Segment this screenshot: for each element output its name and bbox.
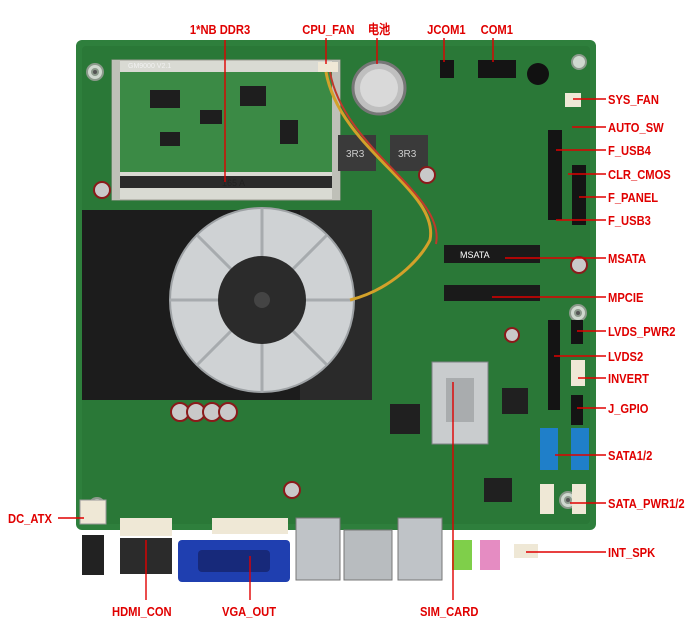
com1-header [478,60,516,78]
msata-slot-label: MSATA [460,250,490,260]
label-clr-cmos: CLR_CMOS [608,167,671,182]
invert-header [571,360,585,386]
label-com1: COM1 [480,22,513,37]
label-f-usb3: F_USB3 [608,213,651,228]
hdmi-header [120,518,172,536]
label-auto-sw: AUTO_SW [608,120,664,135]
label-battery: 电池 [367,22,391,37]
mpcie-slot [444,285,540,301]
capacitors [93,166,588,499]
label-f-panel: F_PANEL [608,190,659,205]
label-sata12: SATA1/2 [608,448,653,463]
label-f-usb4: F_USB4 [608,143,651,158]
chip-b [484,478,512,502]
inductor-left-label: 3R3 [346,149,365,160]
label-jcom1: JCOM1 [427,22,466,37]
inductor-right-label: 3R3 [398,149,417,160]
label-mpcie: MPCIE [608,290,644,305]
cpu-fan-hub-center [254,292,270,308]
label-hdmi-con: HDMI_CON [112,604,172,619]
label-sys-fan: SYS_FAN [608,92,659,107]
label-msata: MSATA [608,251,647,266]
lan-port [343,529,393,581]
gpio-header [571,395,583,425]
lvds-connector [212,518,288,534]
leader-lines [58,38,606,600]
fan-wire [324,71,433,302]
dc-jack [82,535,104,575]
audio-jack-green [452,540,472,570]
chip-a [502,388,528,414]
fan-wire-red [329,71,438,245]
label-vga-out: VGA_OUT [222,604,277,619]
cmos-battery-inner [360,69,398,107]
vga-port-inner [198,550,270,572]
sata2 [571,428,589,470]
sim-card-contacts [446,378,474,422]
lvds-header [548,320,560,410]
buzzer [527,63,549,85]
msata-slot [444,245,540,263]
cpu-fan-header [318,62,338,72]
jcom1-header [440,60,454,78]
inductor-left [338,135,376,171]
lvds-pwr-header [571,320,583,344]
dc-atx-connector [79,499,107,525]
label-sata-pwr12: SATA_PWR1/2 [608,496,685,511]
label-sim-card: SIM_CARD [420,604,479,619]
pin-headers-right [548,130,562,220]
usb-port-2 [397,517,443,581]
usb-port-1 [295,517,341,581]
label-lvds2: LVDS2 [608,349,644,364]
sata-pwr2 [572,484,586,514]
pin-headers-right-2 [572,165,586,225]
chip-c [390,404,420,434]
label-j-gpio: J_GPIO [608,401,649,416]
model-mark: GM9000 V2.1 [128,63,171,70]
label-int-spk: INT_SPK [608,545,656,560]
label-invert: INVERT [608,371,649,386]
sata1 [540,428,558,470]
ddr-mark: 165 A [222,178,245,188]
label-cpu-fan: CPU_FAN [302,22,355,37]
label-dc-atx: DC_ATX [8,511,52,526]
sata-pwr1 [540,484,554,514]
audio-jack-pink [480,540,500,570]
label-lvds-pwr2: LVDS_PWR2 [608,324,676,339]
inductor-right [390,135,428,171]
module-components [150,86,298,146]
sys-fan-header [565,93,581,107]
int-spk-header [514,544,538,558]
label-nb-ddr3: 1*NB DDR3 [189,22,251,37]
